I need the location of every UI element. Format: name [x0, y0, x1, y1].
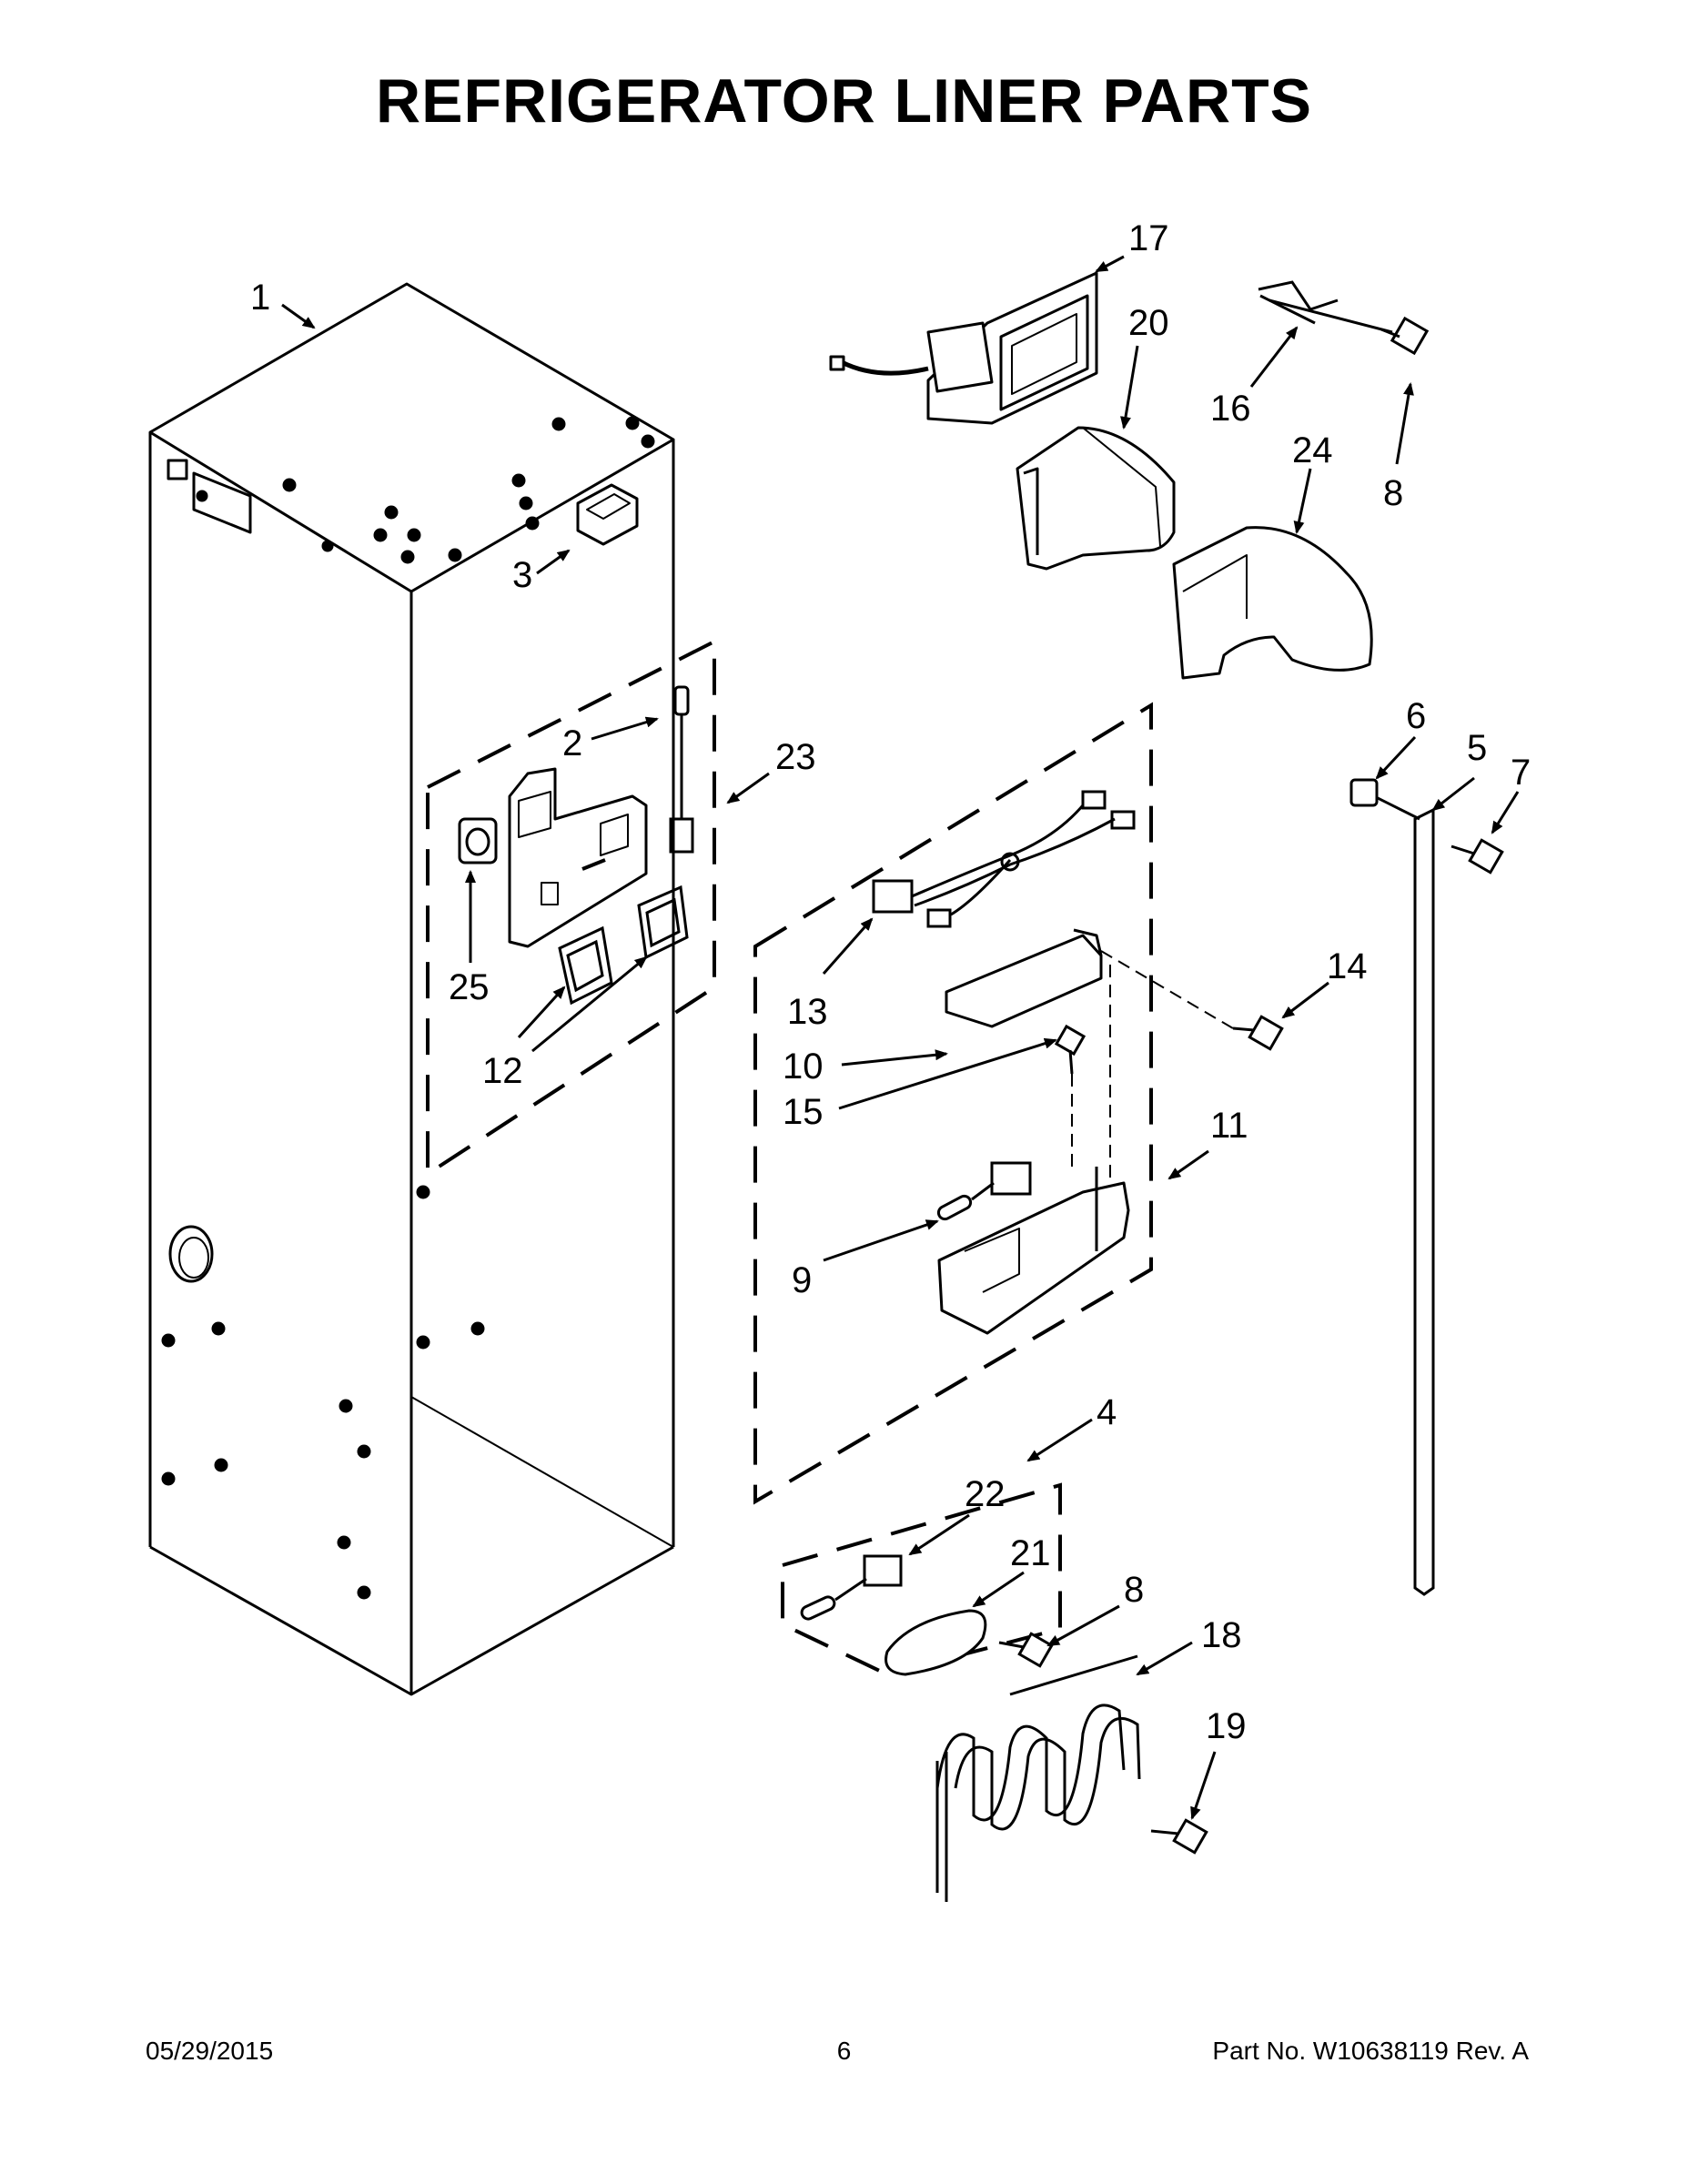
group-23-outline: [426, 638, 716, 1178]
callout-21: 21: [1010, 1533, 1051, 1573]
callout-16: 16: [1210, 389, 1251, 429]
cover-24: [1172, 526, 1373, 680]
sensor-9: [936, 1161, 1032, 1221]
housing-11: [937, 1167, 1130, 1335]
callout-9: 9: [792, 1260, 812, 1300]
callout-25: 25: [449, 967, 490, 1007]
callout-arrows: [281, 255, 1520, 1820]
callout-11: 11: [1210, 1106, 1248, 1146]
callout-12: 12: [482, 1051, 523, 1091]
callout-5: 5: [1467, 728, 1487, 768]
screw-7: [1450, 838, 1504, 875]
group-21-22-outline: [781, 1482, 1062, 1677]
screw-8-top: [1380, 316, 1430, 356]
callout-17: 17: [1128, 218, 1169, 258]
bulb-covers-12: [558, 885, 689, 1006]
callout-6: 6: [1406, 696, 1426, 736]
callout-13: 13: [787, 992, 828, 1032]
harness-13: [872, 790, 1136, 928]
display-21: [884, 1609, 987, 1676]
light-socket-25: [458, 817, 498, 864]
callout-23: 23: [775, 737, 816, 777]
screw-19: [1150, 1818, 1208, 1855]
cover-20: [1016, 426, 1176, 571]
callout-3: 3: [512, 555, 532, 595]
callout-15: 15: [783, 1092, 824, 1132]
screw-14: [1232, 1015, 1284, 1051]
callout-22: 22: [965, 1474, 1006, 1514]
group-4-outline: [753, 702, 1153, 1505]
callout-4: 4: [1097, 1392, 1117, 1432]
callout-24: 24: [1292, 430, 1333, 470]
wire-2: [669, 685, 694, 854]
callout-8a: 8: [1383, 473, 1403, 513]
bracket-6: [1349, 778, 1379, 807]
page-title: REFRIGERATOR LINER PARTS: [376, 66, 1312, 136]
callout-2: 2: [562, 723, 582, 763]
assembly-leader-lines: [1071, 950, 1234, 1183]
rail-5: [1364, 790, 1435, 1596]
evaporator-18: [935, 1654, 1141, 1902]
callout-7: 7: [1511, 753, 1531, 793]
callout-10: 10: [783, 1046, 824, 1087]
part-16-clip: [1258, 280, 1393, 334]
callout-20: 20: [1128, 303, 1169, 343]
footer-date: 05/29/2015: [146, 2037, 274, 2065]
screw-15: [1054, 1024, 1087, 1075]
sensor-22: [800, 1554, 903, 1621]
footer-part-number: Part No. W10638119 Rev. A: [1212, 2037, 1529, 2065]
cover-10: [945, 928, 1103, 1028]
screw-8-bottom: [998, 1632, 1054, 1668]
callout-18: 18: [1201, 1615, 1242, 1655]
control-panel-housing: [508, 767, 648, 948]
callout-19: 19: [1206, 1706, 1247, 1746]
callout-14: 14: [1327, 946, 1368, 986]
part-17-module: [829, 271, 1098, 425]
liner-cabinet: [148, 282, 675, 1696]
footer-page-number: 6: [836, 2037, 852, 2065]
callout-1: 1: [250, 278, 270, 318]
callout-8b: 8: [1124, 1570, 1144, 1610]
callout-labels: 1 2 3 4 5 6 7 8 8 9 10 11 12 13 14 15 16…: [250, 218, 1531, 1746]
